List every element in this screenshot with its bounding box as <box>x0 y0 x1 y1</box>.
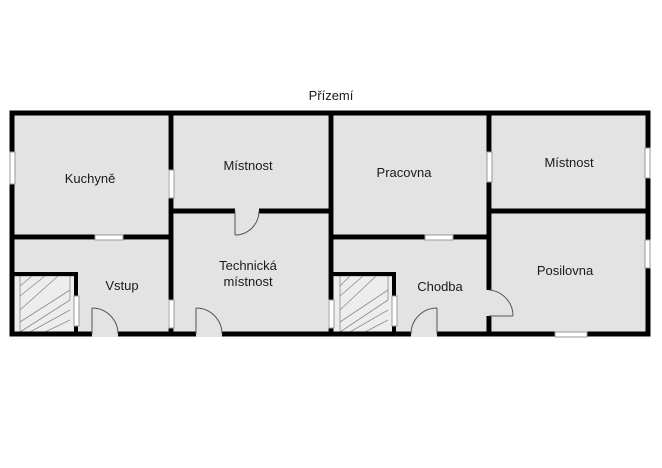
room-label-room2: Místnost <box>544 155 594 170</box>
room-fill-room1 <box>174 115 328 209</box>
door-gap-entrance <box>92 331 118 337</box>
door-swing-technical <box>195 307 223 335</box>
room-label-kitchen: Kuchyně <box>65 171 116 186</box>
window-stair-left <box>73 295 80 327</box>
room-label-room1: Místnost <box>223 158 273 173</box>
room-label-technical-line1: Technická <box>219 258 278 273</box>
window-study-room2 <box>486 151 493 183</box>
door-swing-gym <box>488 289 514 317</box>
doors <box>91 208 514 337</box>
floor-title: Přízemí <box>309 88 354 103</box>
room-fill-gym <box>492 213 646 332</box>
door-swing-entrance <box>91 307 119 335</box>
room-label-gym: Posilovna <box>537 263 594 278</box>
windows <box>9 147 651 338</box>
window-room2 <box>644 147 651 179</box>
window-kitchen <box>9 151 16 185</box>
window-gym-bottom <box>554 331 588 338</box>
room-fill-study <box>334 115 487 235</box>
room-label-hallway: Chodba <box>417 279 463 294</box>
door-gap-gym <box>486 290 492 316</box>
door-gap-room1 <box>235 208 259 214</box>
stair-area-left <box>14 276 76 332</box>
window-stair-right <box>391 295 398 327</box>
walls <box>9 110 651 337</box>
window-gym <box>644 239 651 269</box>
room-fill-room2 <box>492 115 646 209</box>
window-technical-hallway <box>328 299 335 329</box>
staircase-left <box>14 275 76 333</box>
room-label-study: Pracovna <box>377 165 433 180</box>
room-labels: Kuchyně Místnost Pracovna Místnost Vstup… <box>65 155 594 294</box>
window-kitchen-room1 <box>168 169 175 199</box>
room-fill-technical <box>174 213 328 332</box>
door-swing-room1 <box>234 210 260 236</box>
room-label-technical-line2: místnost <box>223 274 273 289</box>
staircase-right <box>334 275 394 333</box>
window-kitchen-entrance <box>94 234 124 241</box>
door-gap-hallway <box>411 331 437 337</box>
room-fill-kitchen <box>14 115 168 235</box>
window-study-hallway <box>424 234 454 241</box>
room-label-entrance: Vstup <box>105 278 138 293</box>
door-gap-technical <box>196 331 222 337</box>
door-swing-hallway <box>410 307 438 335</box>
stair-area-right <box>334 276 394 332</box>
window-entrance-technical <box>168 299 175 329</box>
